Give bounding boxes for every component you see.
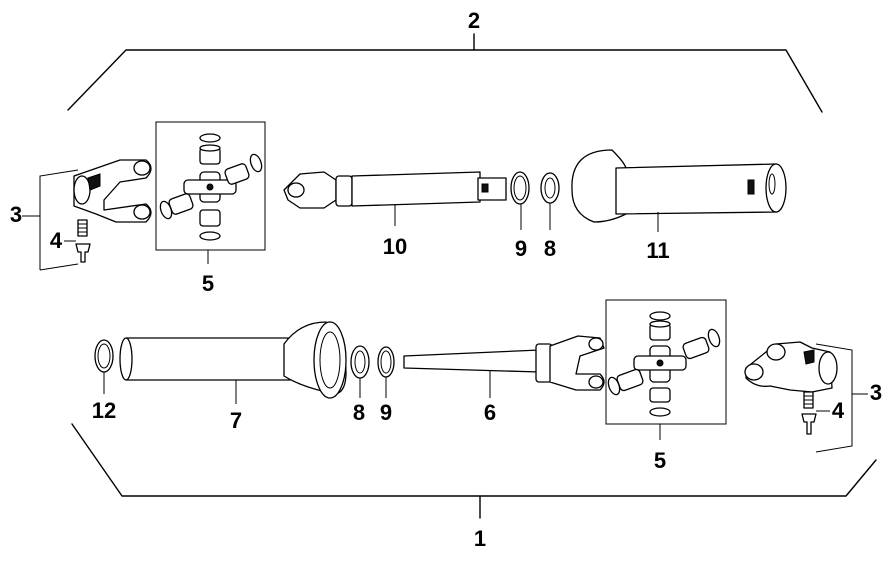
snap-ring-top (510, 171, 530, 230)
splined-shaft-yoke (403, 335, 605, 398)
seal-ring-bottom (350, 345, 370, 398)
callout-11: 11 (646, 238, 669, 263)
callout-12: 12 (92, 398, 116, 423)
callout-7: 7 (230, 408, 242, 433)
bolt-fitting-top (64, 219, 91, 263)
snap-ring-bottom (377, 346, 395, 398)
flange-yoke-top (22, 159, 152, 271)
bolt-fitting-bottom (801, 391, 830, 435)
assembly-bracket-1 (71, 423, 877, 519)
callout-5-top: 5 (202, 271, 214, 296)
callout-10: 10 (383, 234, 407, 259)
callout-4-bottom: 4 (832, 398, 845, 423)
universal-joint-kit-top (155, 121, 266, 264)
callout-3-top: 3 (10, 202, 22, 227)
callout-5-bottom: 5 (654, 448, 666, 473)
tube-with-boot (119, 321, 347, 404)
slip-yoke-shaft (283, 171, 507, 226)
assembly-bracket-2 (67, 33, 823, 113)
universal-joint-kit-bottom (605, 299, 727, 440)
callout-8-bottom: 8 (353, 400, 365, 425)
callout-2: 2 (468, 8, 480, 33)
callout-8-top: 8 (544, 236, 556, 261)
flange-yoke-bottom (744, 341, 868, 453)
callout-1: 1 (474, 526, 486, 551)
boot-tube-assembly (571, 149, 787, 232)
callout-4-top: 4 (50, 228, 63, 253)
callout-6: 6 (484, 400, 496, 425)
seal-ring-top (540, 172, 560, 230)
callout-9-bottom: 9 (380, 400, 392, 425)
callout-9-top: 9 (515, 236, 527, 261)
callout-3-bottom: 3 (870, 380, 882, 405)
snap-ring-12 (94, 339, 114, 394)
